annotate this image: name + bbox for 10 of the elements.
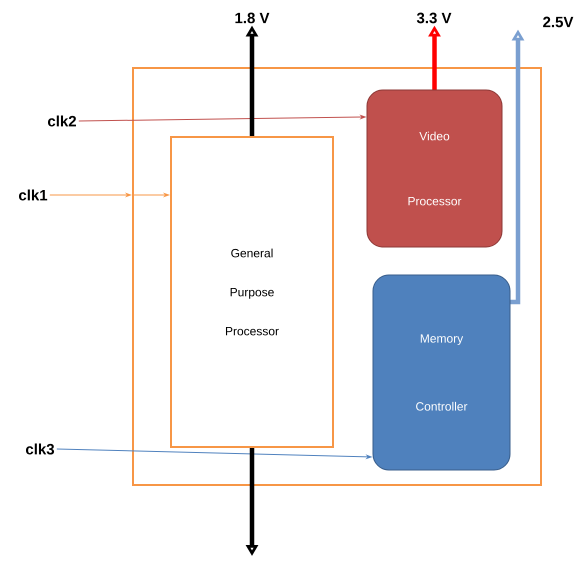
processor-box: Video Processor (366, 90, 502, 248)
controller-box: Memory Controller (372, 274, 510, 470)
signal-label: clk1 (19, 189, 48, 200)
signal-label: clk3 (26, 443, 54, 455)
processor-box: General Purpose Processor (170, 136, 334, 448)
signal-label: 3.3 V (416, 12, 452, 24)
signal-label: 1.8 V (235, 12, 270, 24)
chip-boundary-box (132, 67, 542, 486)
signal-label: 2.5V (543, 16, 574, 28)
signal-label: clk2 (48, 116, 76, 126)
